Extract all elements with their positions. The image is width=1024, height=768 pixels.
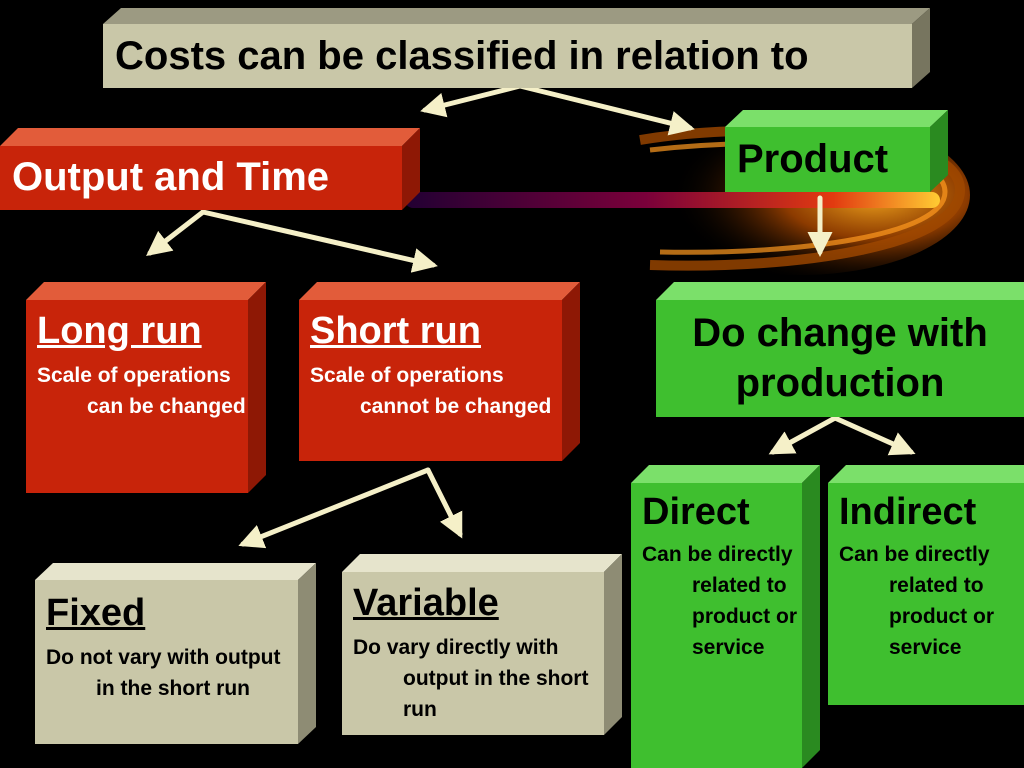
product-box: Product — [725, 127, 930, 192]
arrow-do-change-to-indirect — [832, 415, 916, 456]
short-run-heading: Short run — [310, 310, 481, 352]
variable-heading: Variable — [353, 582, 499, 624]
variable-box: Variable Do vary directly with output in… — [342, 572, 604, 735]
connector-arrows — [146, 83, 916, 549]
fixed-heading: Fixed — [46, 592, 146, 634]
fixed-box-3d — [35, 563, 316, 744]
product-label: Product — [737, 137, 889, 181]
do-change-label: Do change with production — [692, 311, 988, 405]
indirect-description: Can be directly related to product or se… — [839, 542, 994, 659]
do-change-box: Do change with production — [656, 300, 1024, 417]
long-run-heading: Long run — [37, 310, 202, 352]
variable-box-3d — [342, 554, 622, 735]
title-box: Costs can be classified in relation to — [103, 24, 912, 88]
arrow-short-run-to-variable — [425, 467, 463, 539]
output-time-label: Output and Time — [12, 155, 330, 199]
long-run-box-3d — [26, 282, 266, 493]
direct-heading: Direct — [642, 491, 750, 533]
arrow-title-to-product — [517, 83, 695, 136]
output-time-box: Output and Time — [0, 146, 402, 210]
long-run-description: Scale of operations can be changed — [37, 363, 246, 418]
arrow-short-run-to-fixed — [238, 467, 431, 549]
short-run-box: Short run Scale of operations cannot be … — [299, 300, 562, 461]
do-change-box-3d — [656, 282, 1024, 300]
title-box-3d — [103, 8, 930, 88]
fixed-description: Do not vary with output in the short run — [46, 645, 281, 700]
indirect-box: Indirect Can be directly related to prod… — [828, 483, 1024, 705]
arrow-do-change-to-direct — [768, 415, 838, 455]
indirect-heading: Indirect — [839, 491, 977, 533]
direct-description: Can be directly related to product or se… — [642, 542, 797, 659]
diagram-title: Costs can be classified in relation to — [115, 34, 809, 78]
variable-description: Do vary directly with output in the shor… — [353, 635, 589, 721]
arrow-title-to-output — [420, 83, 523, 118]
fixed-box: Fixed Do not vary with output in the sho… — [35, 580, 298, 744]
direct-box-3d — [631, 465, 820, 768]
arrow-output-to-long-run — [146, 209, 206, 257]
arrow-output-to-short-run — [200, 209, 438, 273]
long-run-box: Long run Scale of operations can be chan… — [26, 300, 248, 493]
short-run-description: Scale of operations cannot be changed — [310, 363, 552, 418]
product-box-3d — [725, 110, 948, 192]
indirect-box-3d — [828, 465, 1024, 483]
output-box-3d — [0, 128, 420, 210]
short-run-box-3d — [299, 282, 580, 461]
direct-box: Direct Can be directly related to produc… — [631, 483, 802, 768]
